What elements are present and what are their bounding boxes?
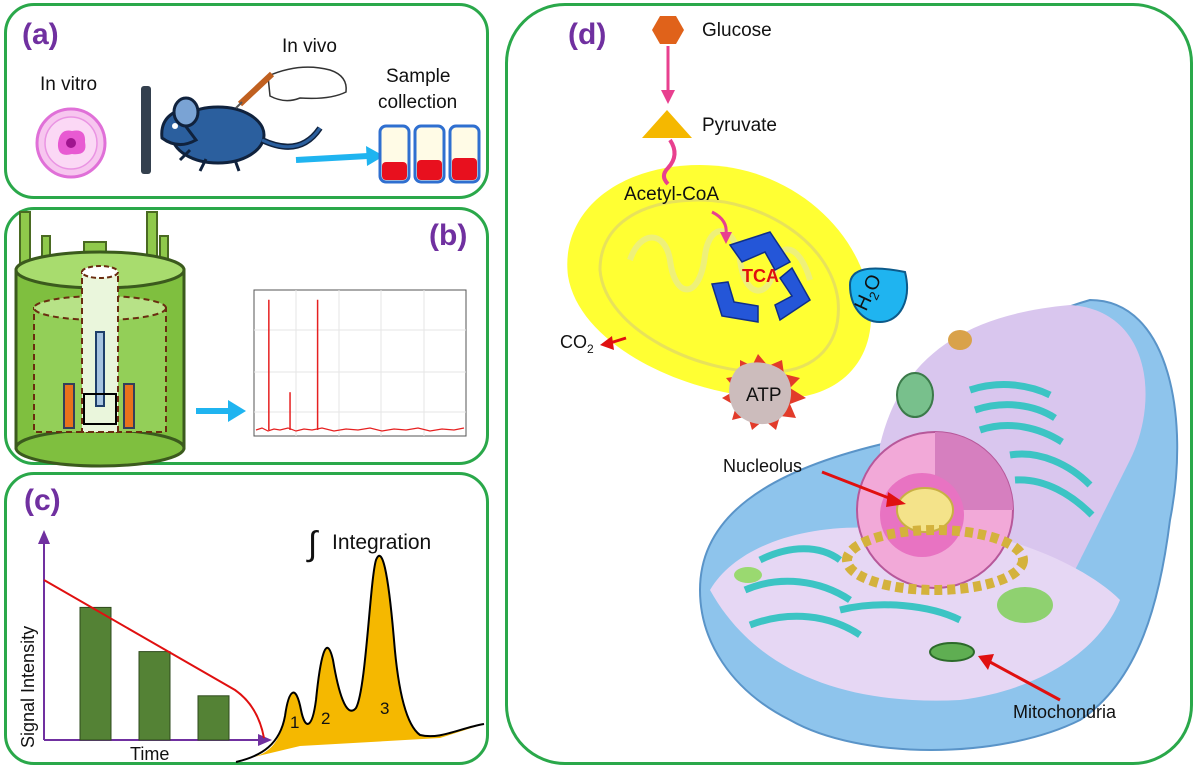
sample-label-line1: Sample [386, 66, 451, 87]
hand-syringe-icon [235, 66, 347, 109]
in-vitro-label: In vitro [40, 74, 98, 95]
tca-label: TCA [742, 266, 779, 286]
peak-label-1: 1 [290, 713, 299, 732]
mouse-icon [160, 96, 323, 172]
co2-label: CO2 [560, 332, 594, 356]
mitochondria-arrow [989, 660, 1061, 702]
x-axis-label: Time [130, 744, 169, 764]
sample-tube-icon [378, 124, 481, 184]
panel-d-label: (d) [568, 18, 607, 51]
integral-symbol: ∫ [306, 525, 319, 563]
acetyl-coa-label: Acetyl-CoA [624, 184, 720, 205]
decay-curve [43, 579, 265, 739]
nmr-spectrometer-icon [14, 211, 186, 468]
sample-label-line2: collection [378, 92, 458, 113]
decay-bar-3 [197, 695, 230, 741]
petri-dish-icon [35, 107, 107, 179]
peak-label-2: 2 [321, 709, 330, 728]
decay-bar-2 [138, 651, 171, 741]
pyruvate-arrow [662, 138, 677, 186]
mitochondrion-outer [567, 165, 872, 399]
decay-bars [79, 606, 230, 741]
integration-label: Integration [332, 531, 431, 554]
pyruvate-triangle [642, 110, 692, 138]
pyruvate-label: Pyruvate [702, 115, 777, 136]
peak-label-3: 3 [380, 699, 389, 718]
sample-arrow [295, 153, 369, 163]
y-axis-label: Signal Intensity [18, 626, 38, 748]
panel-c-label: (c) [24, 484, 61, 517]
acetyl-arrow [711, 210, 728, 235]
nucleolus-label: Nucleolus [723, 456, 803, 476]
divider-bar [141, 86, 151, 174]
panel-b-label: (b) [429, 219, 468, 252]
nucleolus-arrow [821, 470, 895, 502]
recycle-arrows-icon [711, 231, 811, 323]
h2o-label: H2O [851, 271, 889, 315]
in-vivo-label: In vivo [282, 36, 337, 57]
glucose-hexagon [652, 16, 684, 44]
atp-label: ATP [746, 385, 782, 406]
glucose-label: Glucose [702, 20, 772, 41]
panel-a-label: (a) [22, 18, 59, 51]
nmr-spectrum-plot [253, 289, 467, 437]
water-drop [848, 267, 908, 324]
integrated-peaks [235, 554, 485, 763]
mitochondria-label: Mitochondria [1013, 702, 1117, 722]
cell-cutaway-icon [698, 298, 1179, 751]
decay-bar-1 [79, 606, 112, 741]
